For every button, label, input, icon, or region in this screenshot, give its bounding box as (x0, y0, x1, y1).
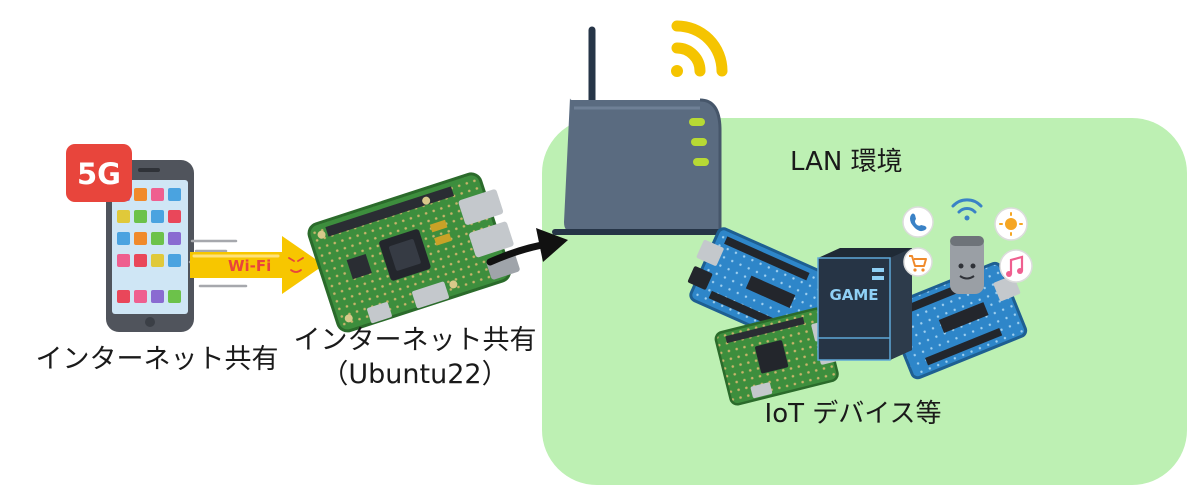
raspberry-pi-icon (307, 172, 520, 333)
game-console-icon: GAME (817, 248, 912, 361)
connection-arrow (486, 228, 568, 266)
game-console-text: GAME (829, 286, 878, 304)
music-bubble-icon (999, 249, 1033, 283)
arduino-board-right-icon (885, 261, 1028, 380)
wifi-bubble-icon (951, 198, 983, 221)
smart-speaker-icon (950, 236, 984, 294)
phone-bubble-icon (902, 206, 934, 238)
wifi-signal-icon (671, 20, 728, 77)
5g-badge-text: 5G (77, 157, 121, 191)
raspberry-pi-label-line2: （Ubuntu22） (321, 359, 509, 390)
smartphone-icon (106, 160, 194, 332)
wifi-router-icon (552, 26, 731, 235)
sun-bubble-icon (994, 207, 1028, 241)
5g-badge-icon: 5G (66, 144, 132, 202)
cart-bubble-icon (903, 247, 933, 277)
lan-label: LAN 環境 (790, 147, 903, 177)
wifi-arrow-text: Wi-Fi (228, 257, 271, 275)
iot-label: IoT デバイス等 (764, 399, 942, 429)
wifi-arrow-icon: Wi-Fi (190, 236, 324, 294)
raspberry-pi-label-line1: インターネット共有 (293, 325, 537, 356)
phone-label: インターネット共有 (35, 344, 279, 375)
smirk-face-icon (288, 257, 304, 273)
